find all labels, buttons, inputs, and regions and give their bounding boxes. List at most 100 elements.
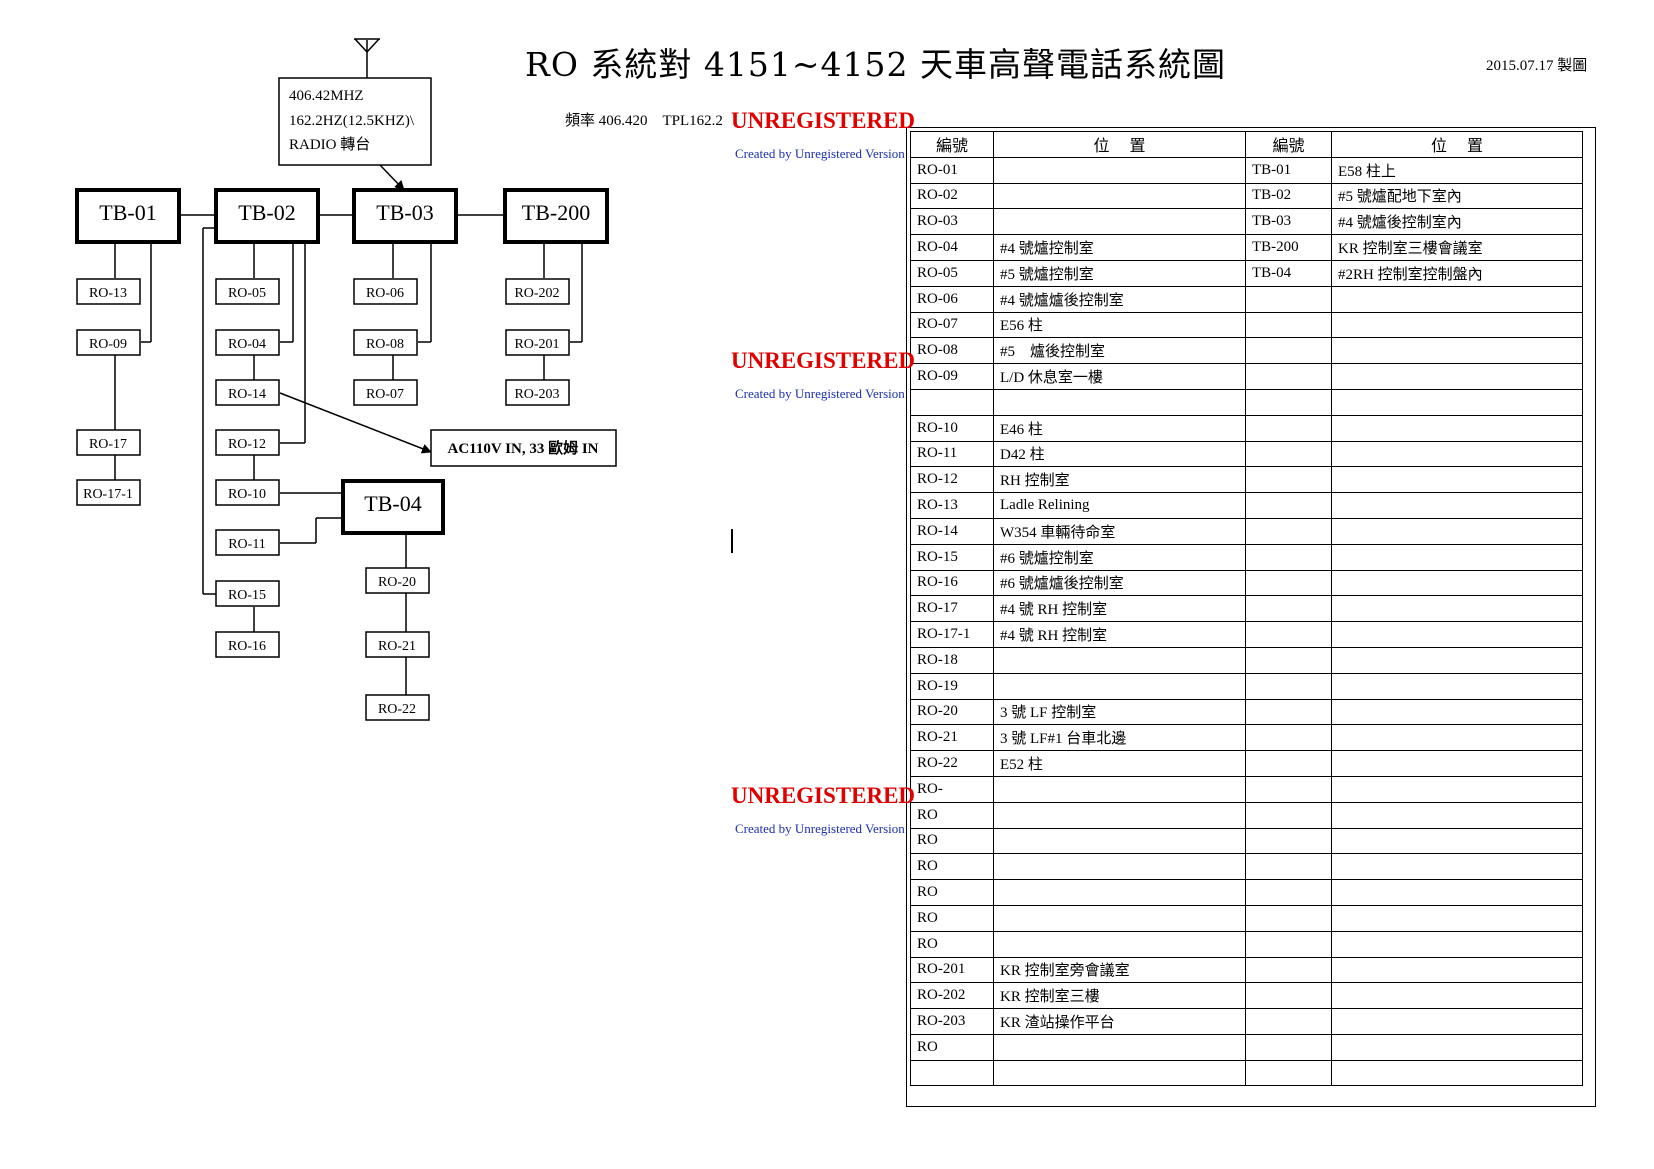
cell-location bbox=[993, 182, 1246, 210]
table-row bbox=[910, 1059, 1583, 1087]
cell-id: TB-03 bbox=[1245, 208, 1332, 236]
ro-box-09 bbox=[76, 329, 141, 356]
cell-location bbox=[1331, 827, 1583, 855]
cell-id: RO-13 bbox=[910, 492, 994, 519]
cell-location bbox=[1331, 466, 1583, 494]
cell-location bbox=[1331, 363, 1583, 390]
cell-location bbox=[1331, 337, 1583, 365]
cell-id: TB-04 bbox=[1245, 259, 1332, 287]
cell-location bbox=[1331, 646, 1583, 674]
ro-box-10 bbox=[215, 479, 280, 506]
cell-location: KR 控制室三樓 bbox=[993, 982, 1246, 1010]
cell-id: RO-18 bbox=[910, 646, 994, 674]
tb-box-200 bbox=[503, 188, 609, 244]
tb-label: TB-200 bbox=[522, 200, 590, 225]
cell-id: RO bbox=[910, 879, 994, 906]
cell-location: L/D 休息室一樓 bbox=[993, 363, 1246, 390]
ro-box-11 bbox=[215, 529, 280, 556]
ro-label: RO-15 bbox=[228, 588, 266, 603]
ro-label: RO-17-1 bbox=[83, 487, 133, 502]
cell-id: RO-201 bbox=[910, 956, 994, 984]
ro-label: RO-201 bbox=[514, 337, 559, 352]
cell-location bbox=[1331, 853, 1583, 881]
cell-id: RO-02 bbox=[910, 182, 994, 210]
watermark-title: UNREGISTERED bbox=[731, 108, 916, 133]
cell-location bbox=[1331, 698, 1583, 726]
header-id: 編號 bbox=[910, 131, 994, 158]
ro-box-16 bbox=[215, 631, 280, 658]
radio-tone: 162.2HZ(12.5KHZ)\ bbox=[289, 113, 415, 129]
frequency-label: 頻率 406.420 TPL162.2 bbox=[565, 113, 723, 129]
tb-box-04 bbox=[341, 479, 445, 535]
table-row bbox=[910, 388, 1583, 416]
cell-id: RO bbox=[910, 801, 994, 829]
cell-location bbox=[993, 208, 1246, 236]
cell-id bbox=[1245, 569, 1332, 597]
header-id: 編號 bbox=[1245, 131, 1332, 158]
table-row: RO-15#6 號爐控制室 bbox=[910, 543, 1583, 571]
cell-location bbox=[993, 930, 1246, 958]
cell-id: RO bbox=[910, 1033, 994, 1061]
cell-location: #6 號爐控制室 bbox=[993, 543, 1246, 571]
cell-id: RO-04 bbox=[910, 234, 994, 261]
cell-id bbox=[1245, 414, 1332, 442]
cell-id: RO-11 bbox=[910, 440, 994, 468]
tb-box-01 bbox=[75, 188, 181, 244]
cell-location bbox=[1331, 879, 1583, 906]
cell-id: RO-08 bbox=[910, 337, 994, 365]
cell-location bbox=[1331, 621, 1583, 648]
cell-id bbox=[1245, 1059, 1332, 1087]
cell-id: RO bbox=[910, 930, 994, 958]
watermark-subtitle: Created by Unregistered Version bbox=[735, 821, 905, 836]
cell-id bbox=[1245, 311, 1332, 339]
cell-location: 3 號 LF#1 台車北邊 bbox=[993, 724, 1246, 752]
cell-location bbox=[993, 904, 1246, 932]
cell-id: RO-21 bbox=[910, 724, 994, 752]
cell-id: TB-01 bbox=[1245, 156, 1332, 184]
cell-location: E56 柱 bbox=[993, 311, 1246, 339]
tb-label: TB-04 bbox=[364, 491, 421, 516]
cell-location bbox=[1331, 414, 1583, 442]
ro-box-05 bbox=[215, 278, 280, 305]
cell-location bbox=[1331, 311, 1583, 339]
cell-id bbox=[1245, 466, 1332, 494]
cell-id bbox=[1245, 337, 1332, 365]
cell-location bbox=[1331, 750, 1583, 777]
cell-id: RO-06 bbox=[910, 285, 994, 313]
cell-location: #5 號爐控制室 bbox=[993, 259, 1246, 287]
cell-id bbox=[1245, 982, 1332, 1010]
cell-location bbox=[1331, 982, 1583, 1010]
cell-location bbox=[1331, 1008, 1583, 1035]
table-row: RO-08#5 爐後控制室 bbox=[910, 337, 1583, 365]
cell-location bbox=[1331, 956, 1583, 984]
cell-id bbox=[1245, 930, 1332, 958]
cell-location: E58 柱上 bbox=[1331, 156, 1583, 184]
cell-id: RO-19 bbox=[910, 672, 994, 700]
table-row: RO-06#4 號爐爐後控制室 bbox=[910, 285, 1583, 313]
cell-location: KR 控制室旁會議室 bbox=[993, 956, 1246, 984]
ro-box-17-1 bbox=[76, 479, 141, 506]
cell-location bbox=[993, 672, 1246, 700]
cell-location bbox=[993, 646, 1246, 674]
cell-location bbox=[1331, 285, 1583, 313]
ro-label: RO-21 bbox=[378, 639, 416, 654]
cell-location bbox=[993, 775, 1246, 803]
ro-box-201 bbox=[505, 329, 570, 356]
radio-freq: 406.42MHZ bbox=[289, 88, 364, 104]
ro-box-15 bbox=[215, 580, 280, 607]
cell-id bbox=[1245, 646, 1332, 674]
cell-location bbox=[993, 853, 1246, 881]
cell-location: E52 柱 bbox=[993, 750, 1246, 777]
header-location: 位 置 bbox=[1331, 131, 1583, 158]
